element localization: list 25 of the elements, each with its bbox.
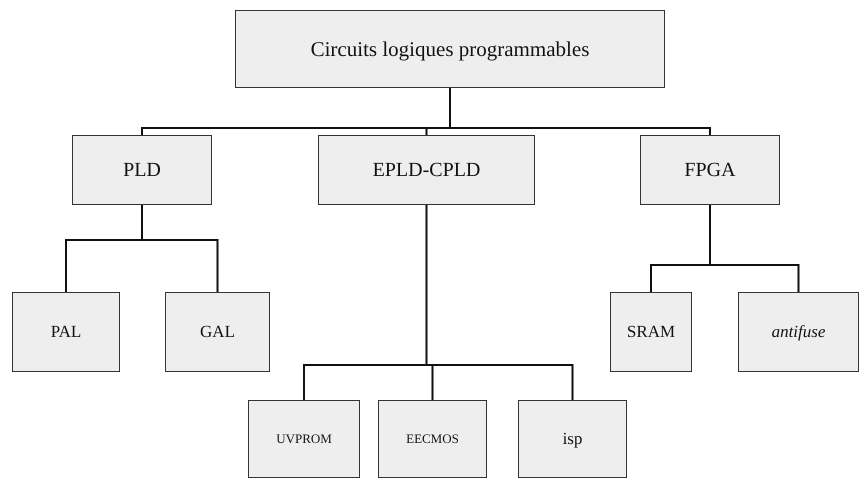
category-box: [378, 400, 487, 478]
box-label: isp: [562, 429, 582, 449]
box-label: UVPROM: [276, 431, 332, 447]
category-box: [318, 135, 535, 205]
category-box: [235, 10, 665, 88]
box-label: GAL: [200, 322, 235, 342]
box-label: PLD: [123, 158, 161, 182]
category-box: [72, 135, 212, 205]
category-box: [12, 292, 120, 372]
category-box: [248, 400, 360, 478]
box-label: Circuits logiques programmables: [310, 36, 590, 62]
box-label: PAL: [50, 322, 82, 342]
box-label: antifuse: [772, 322, 826, 342]
category-box: [518, 400, 627, 478]
category-box: [610, 292, 692, 372]
category-box: [165, 292, 270, 372]
connector-line: [141, 205, 218, 292]
category-box: [738, 292, 859, 372]
connector-line: [449, 88, 711, 135]
box-label: EPLD-CPLD: [372, 158, 480, 182]
box-label: FPGA: [684, 158, 736, 182]
category-box: [640, 135, 780, 205]
connector-line: [426, 205, 574, 400]
box-label: EECMOS: [406, 431, 459, 447]
box-label: SRAM: [626, 322, 676, 342]
